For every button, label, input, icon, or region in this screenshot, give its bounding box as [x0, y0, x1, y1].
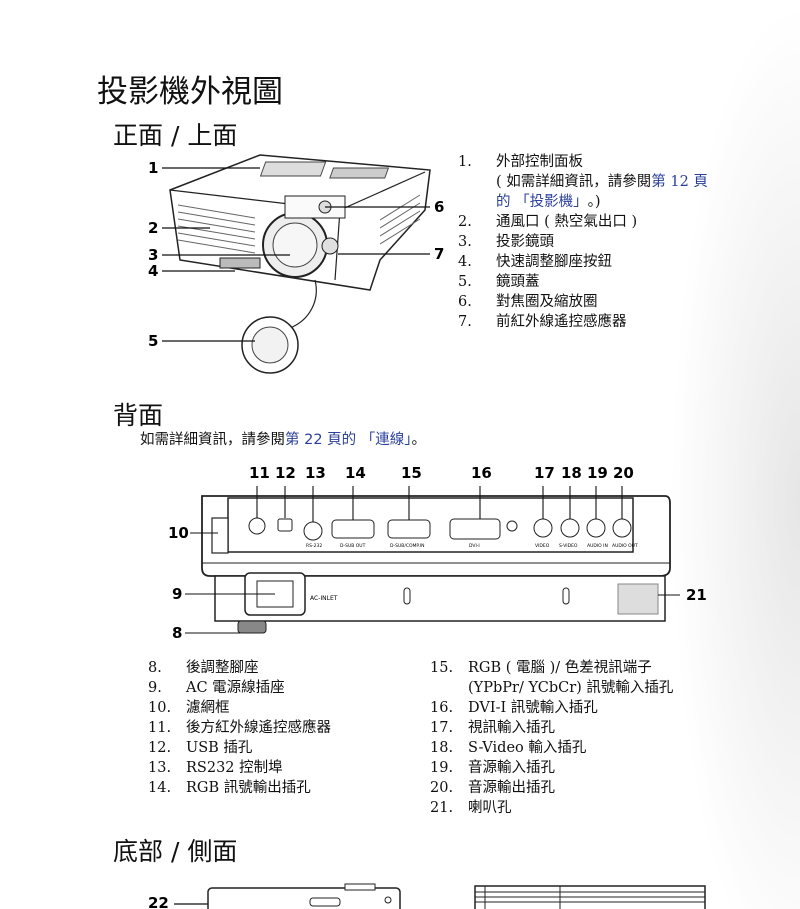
- port-label: AUDIO OUT: [612, 543, 638, 549]
- back-heading: 背面: [113, 401, 164, 430]
- list-item: 17.視訊輸入插孔: [430, 720, 555, 736]
- callout-15: 15: [401, 464, 422, 482]
- list-item: 1.外部控制面板: [458, 154, 583, 170]
- list-item: ( 如需詳細資訊，請參閱第 12 頁: [496, 174, 708, 190]
- list-item: 9.AC 電源線插座: [148, 680, 285, 696]
- port-label: D-SUB/COMP.IN: [390, 543, 425, 549]
- callout-17: 17: [534, 464, 555, 482]
- projector-link[interactable]: 的 「投影機」: [496, 194, 588, 210]
- bottom-side-diagram: 22: [148, 883, 706, 909]
- list-item: 11.後方紅外線遙控感應器: [148, 720, 331, 736]
- port-label: D-SUB OUT: [340, 543, 366, 549]
- list-item: 10.濾網框: [148, 700, 230, 716]
- list-item: 16.DVI-I 訊號輸入插孔: [430, 700, 598, 716]
- callout-20: 20: [613, 464, 634, 482]
- list-item: 12.USB 插孔: [148, 740, 253, 756]
- list-item: 的 「投影機」。): [496, 194, 601, 210]
- callout-1: 1: [148, 159, 158, 177]
- list-item: 20.音源輸出插孔: [430, 780, 555, 796]
- bottom-heading: 底部 / 側面: [113, 837, 238, 866]
- callout-9: 9: [172, 585, 182, 603]
- list-item: 15.RGB ( 電腦 )/ 色差視訊端子: [430, 660, 652, 676]
- callout-6: 6: [434, 198, 444, 216]
- front-parts-list: 1.外部控制面板 ( 如需詳細資訊，請參閱第 12 頁 的 「投影機」。) 2.…: [458, 152, 708, 332]
- list-item: 19.音源輸入插孔: [430, 760, 555, 776]
- callout-11: 11: [249, 464, 270, 482]
- port-label: S-VIDEO: [559, 543, 578, 549]
- front-projector-diagram: 1 2 3 4 5 6 7: [148, 154, 444, 374]
- callout-14: 14: [345, 464, 366, 482]
- page-title: 投影機外視圖: [97, 74, 283, 110]
- front-heading: 正面 / 上面: [113, 121, 238, 150]
- back-parts-list-left: 8.後調整腳座 9.AC 電源線插座 10.濾網框 11.後方紅外線遙控感應器 …: [148, 658, 331, 798]
- port-label: RS-232: [306, 543, 322, 549]
- connection-link[interactable]: 第 22 頁的 「連線」: [285, 432, 412, 448]
- back-note: 如需詳細資訊，請參閱第 22 頁的 「連線」。: [140, 432, 427, 448]
- callout-10: 10: [168, 524, 189, 542]
- callout-18: 18: [561, 464, 582, 482]
- background-decoration: [670, 0, 800, 909]
- callout-21: 21: [686, 586, 707, 604]
- callout-8: 8: [172, 624, 182, 642]
- list-item: 18.S-Video 輸入插孔: [430, 740, 587, 756]
- callout-3: 3: [148, 246, 158, 264]
- list-item: 2.通風口 ( 熱空氣出口 ): [458, 214, 638, 230]
- list-item: 3.投影鏡頭: [458, 234, 554, 250]
- callout-2: 2: [148, 219, 158, 237]
- list-item: 5.鏡頭蓋: [458, 274, 540, 290]
- callout-19: 19: [587, 464, 608, 482]
- list-item: 6.對焦圈及縮放圈: [458, 294, 598, 310]
- list-item: 7.前紅外線遙控感應器: [458, 314, 627, 330]
- page-link[interactable]: 第 12 頁: [651, 174, 708, 190]
- inlet-label: AC-INLET: [310, 595, 338, 602]
- callout-7: 7: [434, 245, 444, 263]
- list-item: 8.後調整腳座: [148, 660, 259, 676]
- list-item: (YPbPr/ YCbCr) 訊號輸入插孔: [468, 680, 674, 696]
- list-item: 14.RGB 訊號輸出插孔: [148, 780, 311, 796]
- port-label: AUDIO IN: [587, 543, 608, 549]
- callout-22: 22: [148, 894, 169, 909]
- port-label: DVI-I: [469, 543, 480, 549]
- callout-5: 5: [148, 332, 158, 350]
- callout-16: 16: [471, 464, 492, 482]
- list-item: 4.快速調整腳座按鈕: [458, 254, 612, 270]
- port-label: VIDEO: [535, 543, 550, 549]
- callout-4: 4: [148, 262, 158, 280]
- back-parts-list-right: 15.RGB ( 電腦 )/ 色差視訊端子 (YPbPr/ YCbCr) 訊號輸…: [430, 658, 673, 818]
- callout-12: 12: [275, 464, 296, 482]
- back-projector-diagram: RS-232 D-SUB OUT D-SUB/COMP.IN DVI-I VID…: [168, 464, 707, 642]
- callout-13: 13: [305, 464, 326, 482]
- list-item: 13.RS232 控制埠: [148, 760, 283, 776]
- list-item: 21.喇叭孔: [430, 800, 512, 816]
